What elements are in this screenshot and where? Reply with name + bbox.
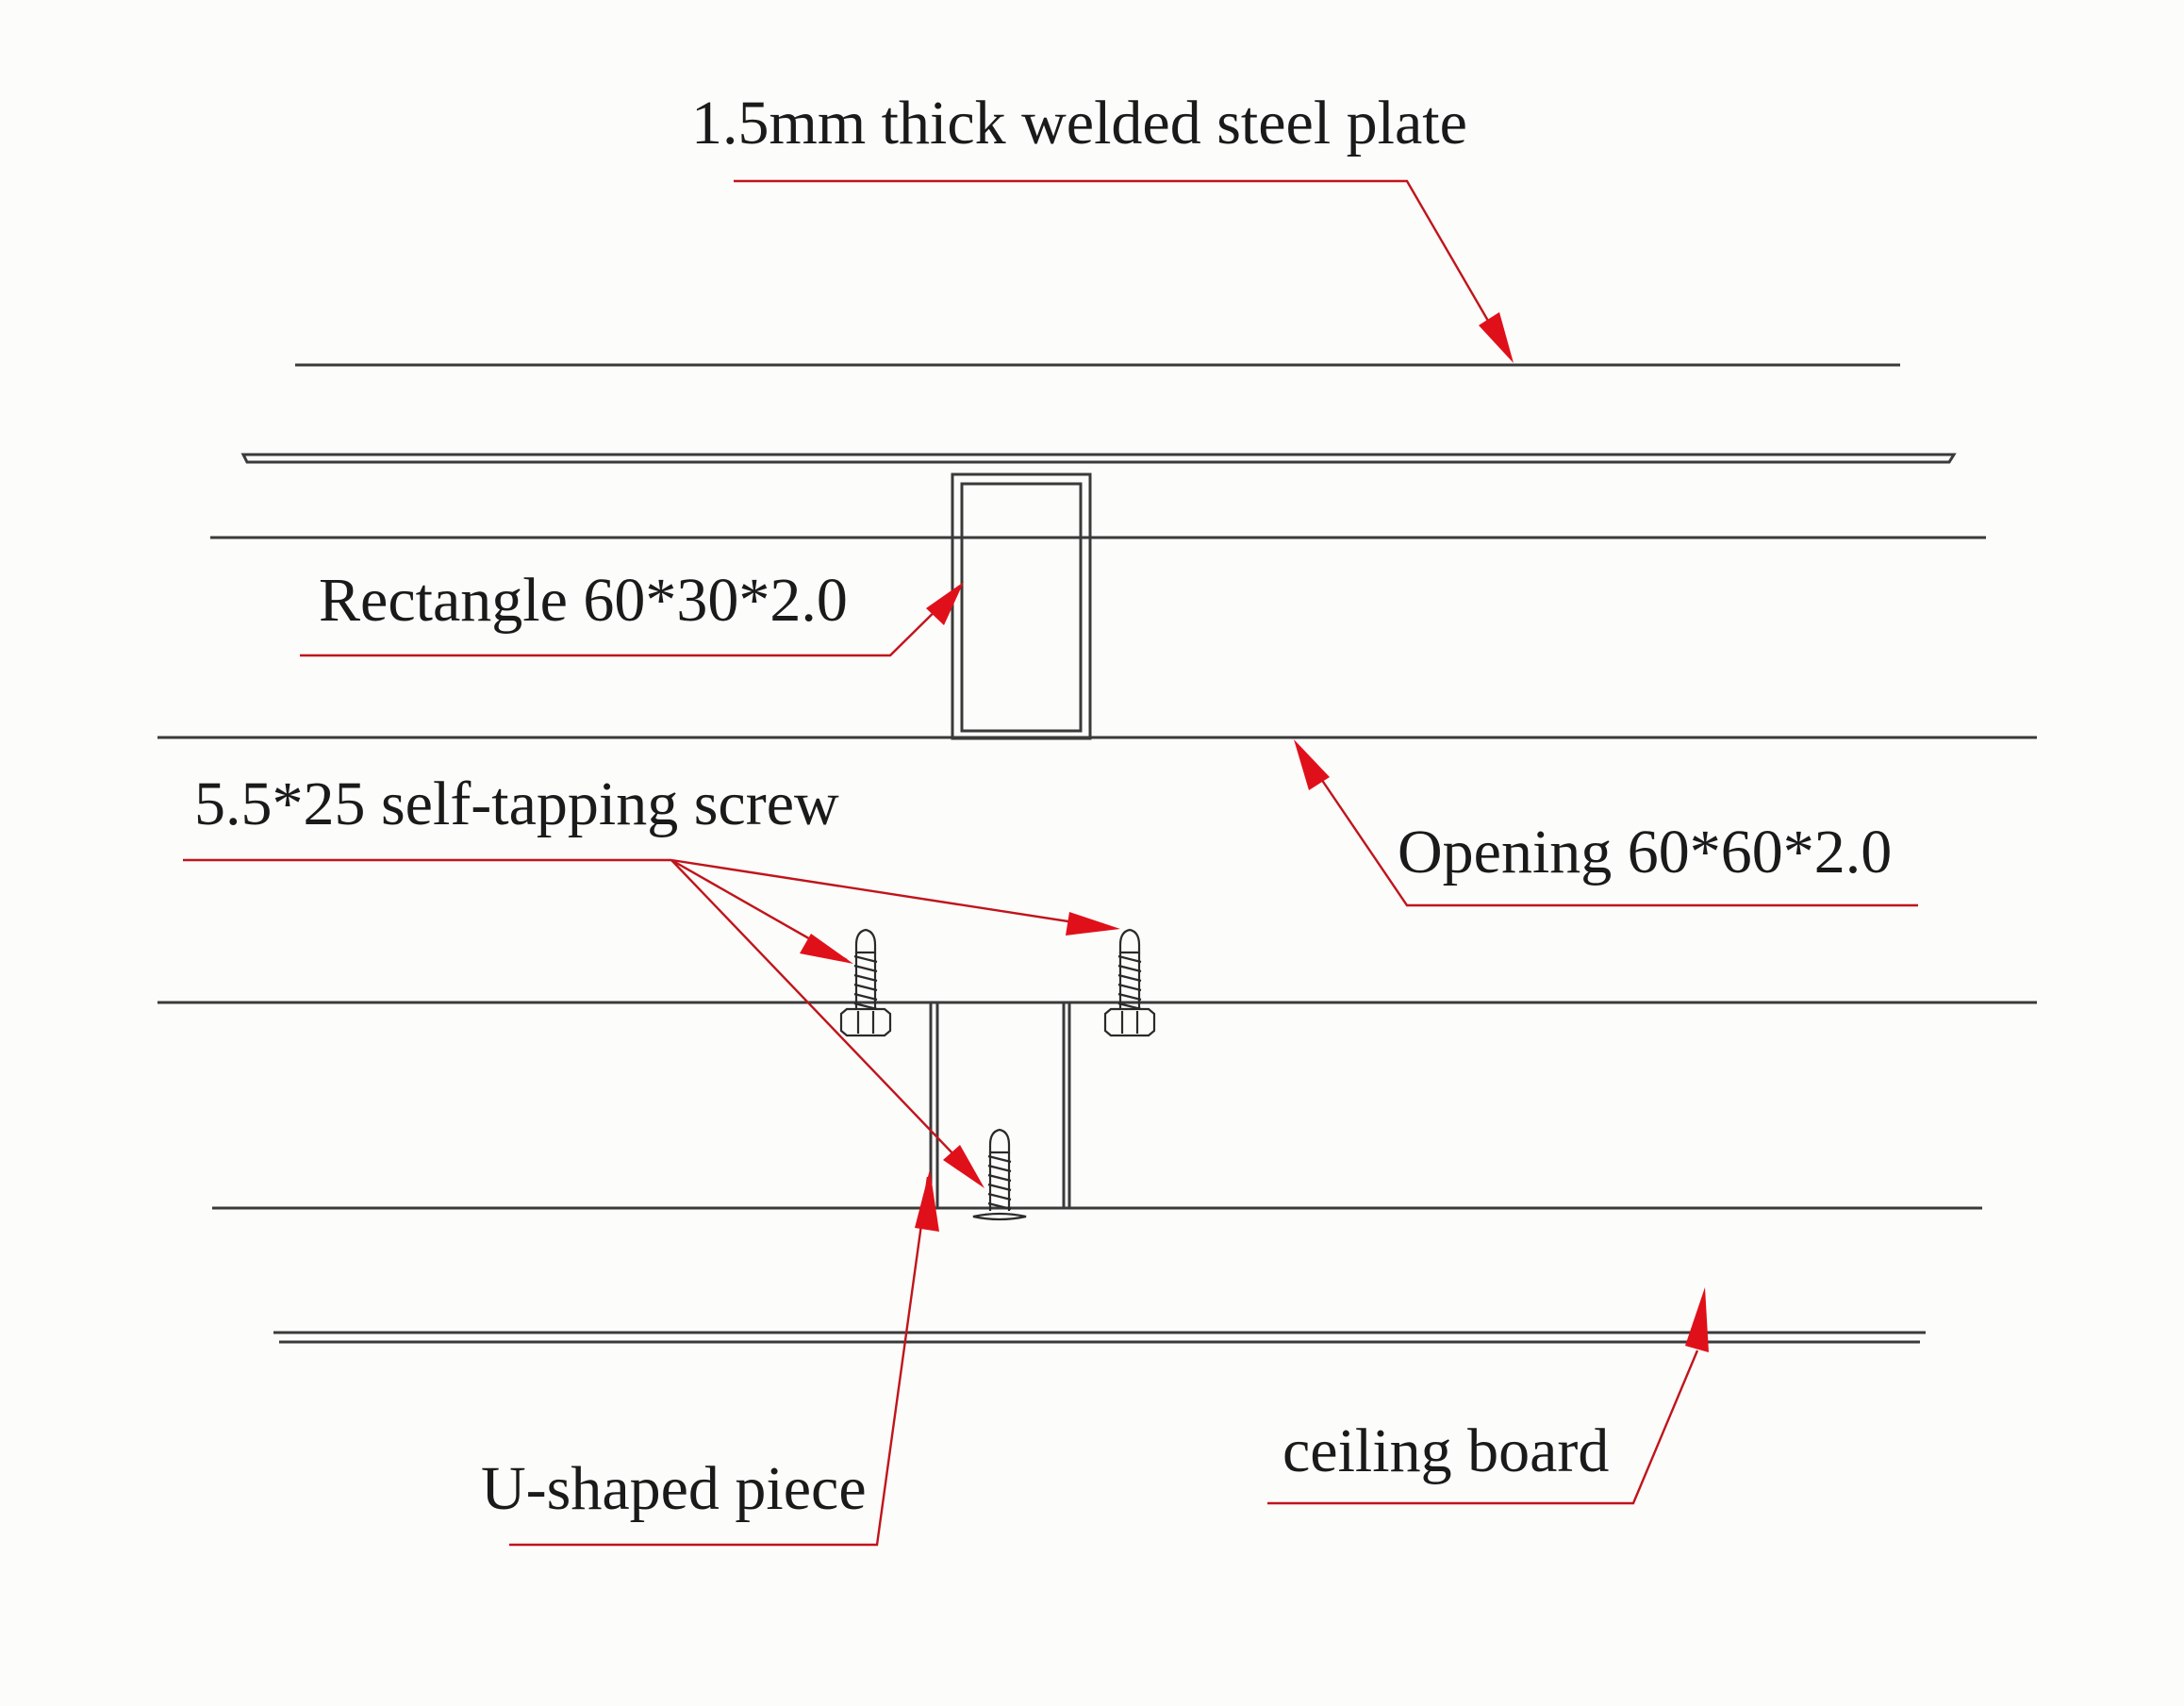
arrowhead-icon bbox=[915, 1169, 939, 1232]
arrowhead-icon bbox=[1066, 912, 1120, 936]
label-screw: 5.5*25 self-tapping screw bbox=[194, 770, 839, 838]
beam-top-flange bbox=[240, 453, 1957, 464]
screw-icon bbox=[972, 1128, 1027, 1221]
leader-steel-plate bbox=[734, 179, 1514, 363]
arrowhead-icon bbox=[1294, 739, 1330, 790]
arrowhead-icon bbox=[1479, 312, 1514, 363]
u-shaped-piece bbox=[929, 1002, 1071, 1208]
arrowhead-icon bbox=[943, 1145, 984, 1188]
structure bbox=[157, 363, 2037, 1344]
rectangle-tube bbox=[951, 472, 1092, 740]
leader-rectangle bbox=[300, 582, 964, 657]
label-rectangle: Rectangle 60*30*2.0 bbox=[319, 566, 848, 635]
leader-u-piece bbox=[509, 1169, 939, 1547]
arrowhead-icon bbox=[800, 934, 853, 964]
label-steel-plate: 1.5mm thick welded steel plate bbox=[691, 89, 1467, 157]
label-u-piece: U-shaped piece bbox=[481, 1454, 867, 1523]
screw-icon bbox=[1103, 928, 1156, 1037]
label-opening: Opening 60*60*2.0 bbox=[1398, 818, 1892, 886]
leader-screw bbox=[183, 858, 1120, 1188]
label-ceiling: ceiling board bbox=[1282, 1416, 1609, 1485]
arrowhead-icon bbox=[1685, 1287, 1709, 1352]
screw-icon bbox=[839, 928, 892, 1037]
arrowhead-icon bbox=[926, 582, 964, 625]
leader-ceiling bbox=[1267, 1287, 1709, 1505]
leader-opening bbox=[1294, 739, 1918, 907]
